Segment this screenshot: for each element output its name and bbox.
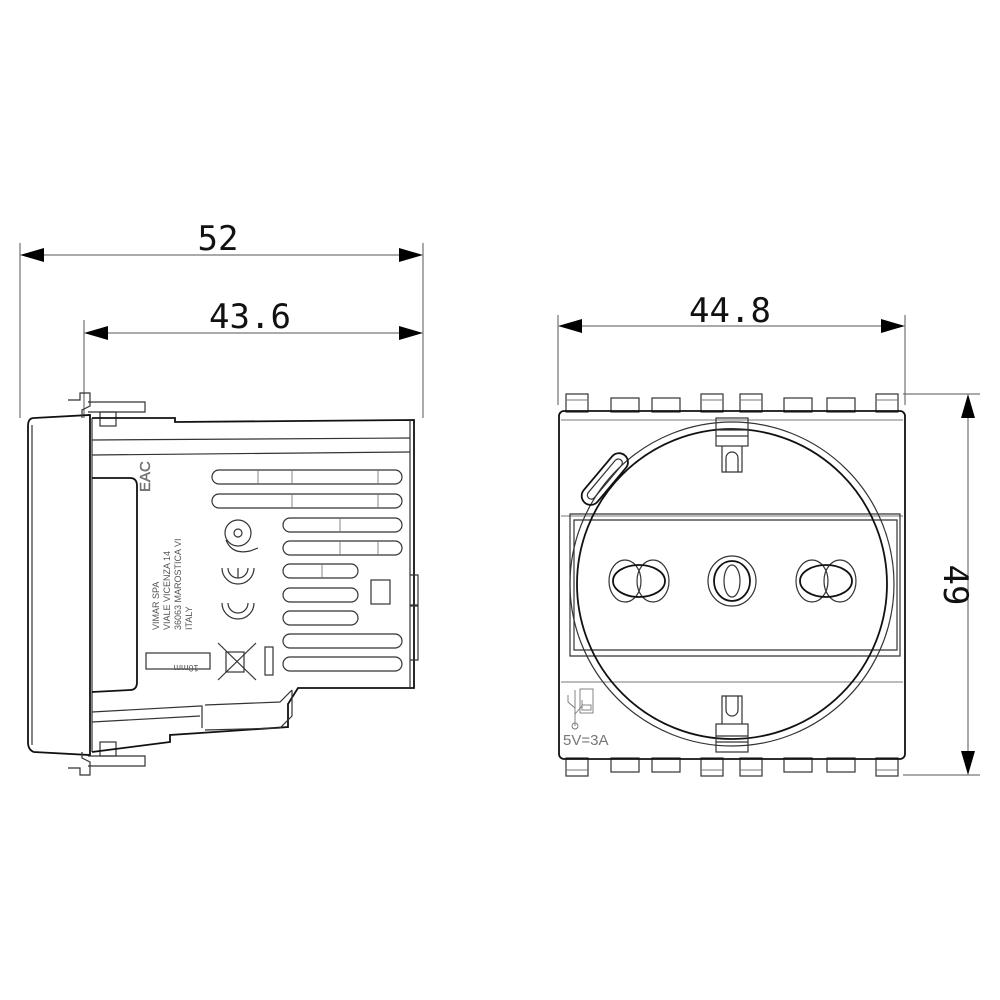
- dimension-label-49: 49: [935, 565, 975, 606]
- svg-text:ITALY: ITALY: [184, 606, 194, 630]
- usb-rating-label: 5V=3A: [563, 732, 608, 749]
- dimension-label-44-8: 44.8: [689, 291, 771, 331]
- svg-text:EAC: EAC: [137, 461, 154, 492]
- dimension-overall-depth: 52: [19, 219, 424, 418]
- strip-length-label: 10mm: [173, 663, 198, 673]
- ce-mark-icon: [221, 567, 255, 620]
- small-latch: [370, 579, 391, 605]
- arrow-down-icon: [961, 751, 975, 775]
- usb-c-port: [580, 452, 629, 506]
- eac-mark-icon: EAC: [137, 461, 154, 492]
- arrow-right-icon: [399, 248, 423, 262]
- usb-battery-icon: [567, 688, 594, 730]
- earth-hole: [707, 555, 757, 607]
- bottom-teeth: [565, 757, 899, 777]
- imq-mark-icon: [224, 519, 259, 553]
- top-teeth: [565, 393, 899, 413]
- slot-marker: [264, 646, 274, 676]
- dimension-body-depth: 43.6: [83, 297, 423, 418]
- socket-well: [576, 428, 888, 740]
- svg-text:VIALE VICENZA 14: VIALE VICENZA 14: [162, 551, 172, 630]
- arrow-left-icon: [20, 248, 44, 262]
- ventilation-slots: [211, 469, 403, 672]
- right-pin-hole: [795, 559, 857, 603]
- dimension-front-height: 49: [903, 393, 980, 776]
- svg-text:VIMAR SPA: VIMAR SPA: [151, 582, 161, 630]
- dimension-label-52: 52: [198, 219, 239, 259]
- svg-text:36063 MAROSTICA VI: 36063 MAROSTICA VI: [173, 538, 183, 630]
- manufacturer-label: VIMAR SPA VIALE VICENZA 14 36063 MAROSTI…: [151, 538, 194, 630]
- arrow-right-icon: [881, 319, 905, 333]
- strip-gauge: [145, 652, 211, 670]
- dimension-label-43-6: 43.6: [209, 297, 291, 337]
- arrow-up-icon: [961, 394, 975, 418]
- front-view: 5V=3A: [558, 393, 906, 777]
- arrow-right-icon: [399, 326, 423, 340]
- side-view: EAC VIMAR SPA VIALE VICENZA 14 36063 MAR…: [27, 392, 419, 776]
- top-earth-clip: [715, 417, 749, 473]
- weee-bin-icon: [217, 642, 257, 681]
- arrow-left-icon: [84, 326, 108, 340]
- bottom-earth-clip: [715, 695, 749, 753]
- dimension-front-width: 44.8: [557, 291, 906, 405]
- left-pin-hole: [608, 559, 670, 603]
- arrow-left-icon: [558, 319, 582, 333]
